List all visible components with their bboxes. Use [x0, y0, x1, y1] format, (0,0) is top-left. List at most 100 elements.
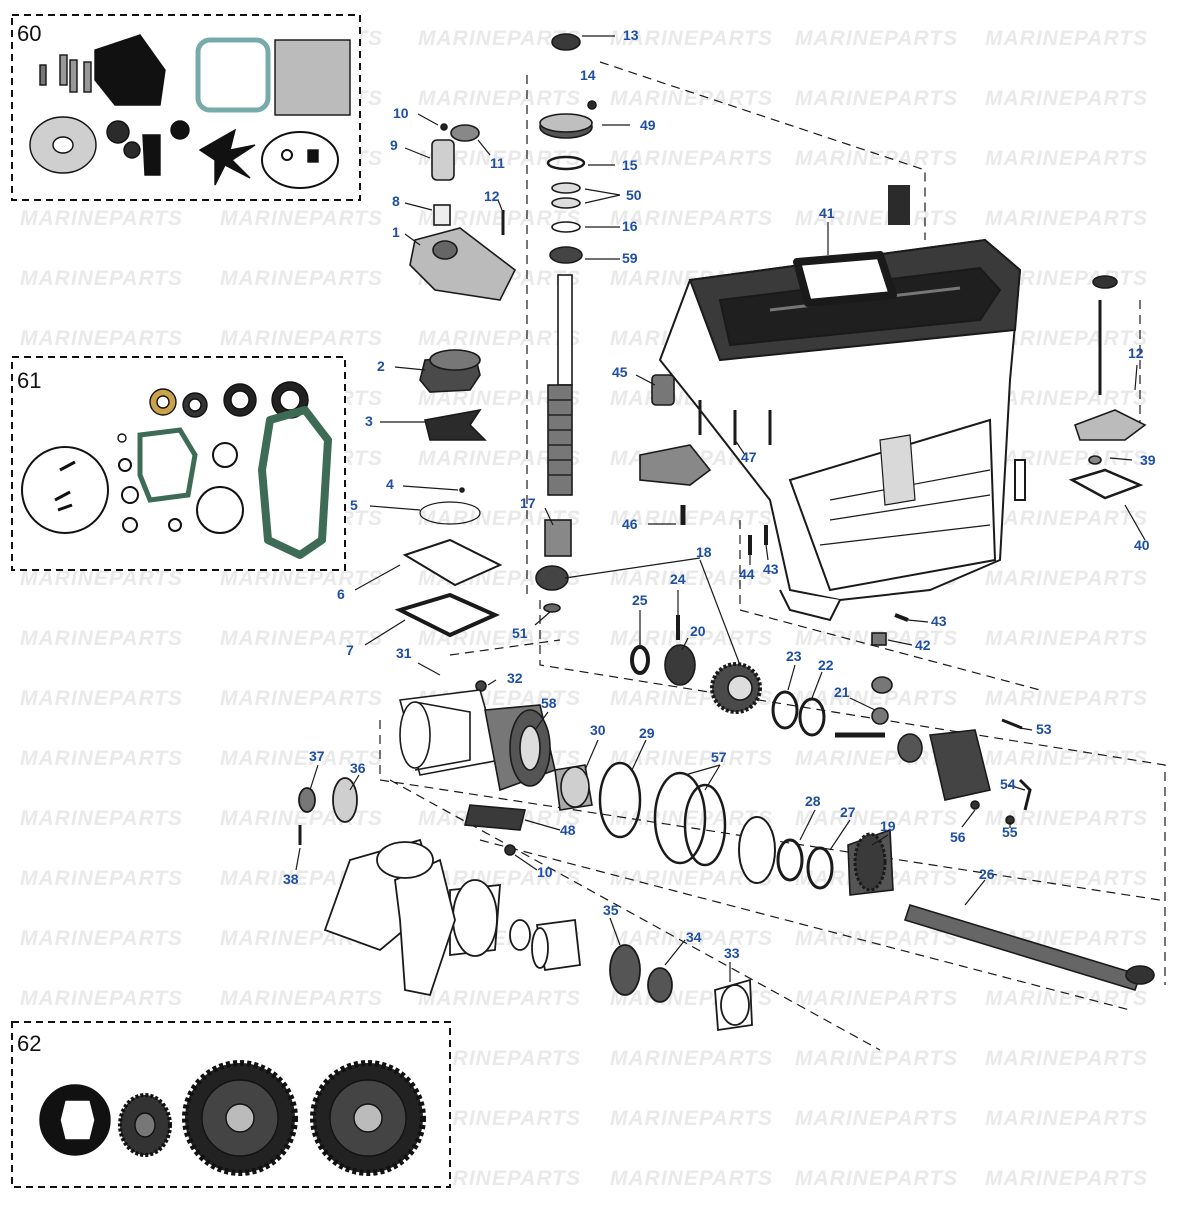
watermark-text: MARINEPARTS — [20, 267, 183, 290]
callout-label: 27 — [840, 804, 856, 820]
watermark-text: MARINEPARTS — [220, 567, 383, 590]
watermark-text: MARINEPARTS — [220, 747, 383, 770]
callout-label: 10 — [537, 864, 553, 880]
watermark-text: MARINEPARTS — [20, 747, 183, 770]
watermark-text: MARINEPARTS — [610, 207, 773, 230]
callout-label: 1 — [392, 224, 400, 240]
watermark-text: MARINEPARTS — [985, 87, 1148, 110]
callout-label: 28 — [805, 793, 821, 809]
kit-number: 60 — [17, 21, 41, 46]
watermark-text: MARINEPARTS — [20, 567, 183, 590]
watermark-text: MARINEPARTS — [20, 327, 183, 350]
water-pump-assembly — [394, 123, 517, 692]
callout-label: 59 — [622, 250, 638, 266]
kit-61-parts — [21, 381, 332, 559]
watermark-text: MARINEPARTS — [985, 1107, 1148, 1130]
callout-label: 22 — [818, 657, 834, 673]
watermark-text: MARINEPARTS — [795, 27, 958, 50]
callout-label: 24 — [670, 571, 686, 587]
watermark-text: MARINEPARTS — [610, 27, 773, 50]
watermark-text: MARINEPARTS — [220, 267, 383, 290]
callout-label: 55 — [1002, 824, 1018, 840]
watermark-text: MARINEPARTS — [418, 327, 581, 350]
watermark-text: MARINEPARTS — [220, 207, 383, 230]
watermark-text: MARINEPARTS — [220, 327, 383, 350]
kit-number: 62 — [17, 1031, 41, 1056]
callout-label: 12 — [1128, 345, 1144, 361]
callout-label: 17 — [520, 495, 536, 511]
callout-label: 48 — [560, 822, 576, 838]
watermark-text: MARINEPARTS — [610, 87, 773, 110]
callout-label: 58 — [541, 695, 557, 711]
housing-gasket — [793, 185, 910, 307]
callout-label: 7 — [346, 642, 354, 658]
watermark-text: MARINEPARTS — [20, 927, 183, 950]
callout-label: 36 — [350, 760, 366, 776]
callout-label: 57 — [711, 749, 727, 765]
callout-label: 23 — [786, 648, 802, 664]
callout-label: 43 — [763, 561, 779, 577]
callout-label: 14 — [580, 67, 596, 83]
watermark-text: MARINEPARTS — [985, 27, 1148, 50]
callout-label: 41 — [819, 205, 835, 221]
driveshaft-stack — [535, 33, 597, 613]
watermark-text: MARINEPARTS — [985, 387, 1148, 410]
watermark-text: MARINEPARTS — [20, 807, 183, 830]
watermark-text: MARINEPARTS — [610, 1107, 773, 1130]
callout-label: 53 — [1036, 721, 1052, 737]
watermark-text: MARINEPARTS — [220, 807, 383, 830]
watermark-text: MARINEPARTS — [795, 147, 958, 170]
callout-label: 35 — [603, 902, 619, 918]
watermark-text: MARINEPARTS — [418, 207, 581, 230]
callout-label: 29 — [639, 725, 655, 741]
kit-62-box: 62 — [11, 1021, 451, 1188]
watermark-text: MARINEPARTS — [610, 1167, 773, 1190]
callout-label: 9 — [390, 137, 398, 153]
callout-label: 44 — [739, 566, 755, 582]
watermark-text: MARINEPARTS — [418, 27, 581, 50]
watermark-text: MARINEPARTS — [985, 567, 1148, 590]
callout-label: 45 — [612, 364, 628, 380]
callout-labels: 13 14 49 15 50 16 59 10 11 9 12 8 1 41 1… — [283, 27, 1156, 961]
callout-label: 54 — [1000, 776, 1016, 792]
watermark-text: MARINEPARTS — [985, 807, 1148, 830]
callout-label: 2 — [377, 358, 385, 374]
watermark-text: MARINEPARTS — [985, 867, 1148, 890]
callout-label: 19 — [880, 818, 896, 834]
watermark-text: MARINEPARTS — [610, 807, 773, 830]
callout-leaders — [295, 35, 1146, 982]
watermark-layer: MARINEPARTS MARINEPARTS MARINEPARTS MARINEP… — [20, 27, 1148, 1190]
watermark-text: MARINEPARTS — [985, 507, 1148, 530]
callout-label: 12 — [484, 188, 500, 204]
watermark-text: MARINEPARTS — [985, 447, 1148, 470]
callout-label: 39 — [1140, 452, 1156, 468]
callout-label: 25 — [632, 592, 648, 608]
watermark-text: MARINEPARTS — [610, 567, 773, 590]
bearing-carrier — [398, 689, 727, 867]
right-side-parts — [639, 275, 1147, 646]
callout-label: 47 — [741, 449, 757, 465]
watermark-text: MARINEPARTS — [20, 207, 183, 230]
watermark-text: MARINEPARTS — [20, 987, 183, 1010]
watermark-text: MARINEPARTS — [795, 1167, 958, 1190]
watermark-text: MARINEPARTS — [985, 207, 1148, 230]
watermark-text: MARINEPARTS — [985, 987, 1148, 1010]
callout-label: 34 — [686, 929, 702, 945]
watermark-text: MARINEPARTS — [985, 147, 1148, 170]
callout-label: 56 — [950, 829, 966, 845]
callout-label: 16 — [622, 218, 638, 234]
watermark-text: MARINEPARTS — [220, 987, 383, 1010]
watermark-text: MARINEPARTS — [418, 1167, 581, 1190]
callout-label: 30 — [590, 722, 606, 738]
callout-label: 11 — [490, 155, 505, 171]
watermark-text: MARINEPARTS — [985, 1167, 1148, 1190]
kit-60-box: 60 — [11, 14, 361, 201]
watermark-text: MARINEPARTS — [795, 687, 958, 710]
watermark-text: MARINEPARTS — [795, 927, 958, 950]
watermark-text: MARINEPARTS — [418, 87, 581, 110]
kit-61-box: 61 — [11, 356, 346, 571]
callout-label: 37 — [309, 748, 325, 764]
callout-label: 26 — [979, 866, 995, 882]
watermark-text: MARINEPARTS — [418, 507, 581, 530]
